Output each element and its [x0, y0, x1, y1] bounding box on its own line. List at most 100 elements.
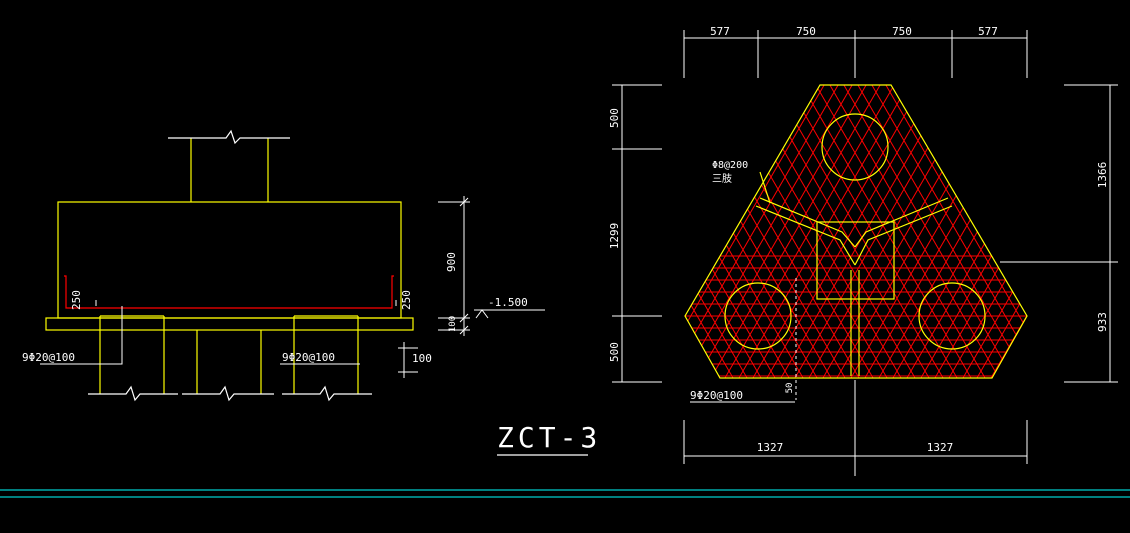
rebar-mesh-line: [262, 40, 458, 380]
rebar-mesh-line: [685, 85, 851, 378]
rebar-mesh-line: [877, 85, 1027, 378]
section-view: [45, 129, 414, 402]
rebar-mesh-line: [761, 85, 959, 378]
rebar-mesh-line: [901, 85, 1027, 378]
tie-beam-right-lower: [854, 197, 949, 248]
rebar-mesh-line: [685, 85, 711, 378]
dim-bottom-1: 1327: [757, 441, 784, 454]
rebar-mesh-line: [388, 40, 584, 380]
rebar-mesh-line: [685, 85, 837, 378]
rebar-mesh-line: [831, 85, 1027, 378]
dim-100-bottom-label: 100: [412, 352, 432, 365]
dim-tick: [459, 197, 469, 207]
rebar-mesh-line: [685, 85, 805, 378]
rebar-mesh-line: [1060, 40, 1130, 380]
rebar-mesh-line: [332, 40, 528, 380]
dim-top-4: 577: [978, 25, 998, 38]
rebar-mesh-line: [468, 40, 664, 380]
pile-1-break: [88, 385, 178, 402]
rebar-mesh-line: [472, 40, 668, 380]
rebar-mesh-line: [705, 85, 903, 378]
dim-left-1: 500: [608, 108, 621, 128]
plan-dimensions: [612, 30, 1118, 476]
rebar-mesh-line: [685, 85, 725, 378]
rebar-mesh-line: [1042, 40, 1130, 380]
rebar-mesh-line: [789, 85, 987, 378]
column-break-line: [168, 129, 290, 145]
section-dimensions: [40, 196, 545, 378]
dim-bottom-2: 1327: [927, 441, 954, 454]
rebar-mesh-line: [685, 85, 809, 378]
dim-tick: [459, 325, 469, 335]
rebar-mesh-line: [440, 40, 636, 380]
pile-circle-top: [821, 113, 889, 181]
rebar-mesh-line: [685, 85, 739, 378]
dim-small-50: 50: [785, 383, 795, 394]
rebar-mesh-line: [276, 40, 472, 380]
dim-tick: [459, 313, 469, 323]
rebar-mesh-line: [835, 85, 1027, 378]
rebar-mesh-line: [685, 85, 777, 378]
rebar-mesh-line: [454, 40, 650, 380]
rebar-mesh-line: [863, 85, 1027, 378]
plan-view: [684, 84, 1028, 379]
rebar-mesh-line: [1032, 40, 1130, 380]
rebar-mesh-line: [685, 85, 861, 378]
rebar-mesh-line: [1017, 85, 1027, 378]
bottom-rebar-label: 9Φ20@100: [690, 389, 743, 402]
rebar-mesh-line: [458, 40, 654, 380]
cover-right-label: 250: [400, 290, 413, 310]
rebar-mesh-line: [919, 85, 1027, 378]
pile-circle-right: [918, 282, 986, 350]
rebar-mesh-line: [933, 85, 1027, 378]
rebar-mesh-line: [685, 85, 753, 378]
tie-beam-left-upper: [755, 205, 856, 266]
rebar-mesh-line: [723, 85, 921, 378]
rebar-mesh-line: [849, 85, 1027, 378]
rebar-mesh-line: [685, 85, 763, 378]
rebar-mesh-line: [482, 40, 678, 380]
rebar-mesh-line: [915, 85, 1027, 378]
pile-cap-outline: [57, 201, 402, 319]
rebar-mesh-line: [845, 85, 1027, 378]
plan-rebar-mesh: [262, 40, 1130, 380]
dim-top-2: 750: [796, 25, 816, 38]
rebar-mesh-line: [719, 85, 917, 378]
dim-top-3: 750: [892, 25, 912, 38]
rebar-mesh-line: [695, 85, 893, 378]
stirrup-label: Φ8@200: [712, 160, 748, 171]
cushion-layer: [45, 317, 414, 331]
rebar-mesh-line: [318, 40, 514, 380]
rebar-mesh-line: [685, 85, 735, 378]
cover-left-label: 250: [70, 290, 83, 310]
rebar-mesh-line: [685, 85, 833, 378]
pile-2-break: [182, 385, 274, 402]
rebar-mesh-line: [975, 85, 1027, 378]
tie-beam-right-upper: [854, 205, 953, 266]
dim-100-label: 100: [448, 316, 458, 332]
rebar-mesh-line: [685, 85, 781, 378]
rebar-mesh-line: [1013, 85, 1027, 378]
pile-3-break: [282, 385, 372, 402]
rebar-mesh-line: [709, 85, 907, 378]
dim-left-2: 1299: [608, 223, 621, 250]
dim-left-3: 500: [608, 342, 621, 362]
rebar-mesh-line: [733, 85, 931, 378]
rebar-mesh-line: [685, 85, 767, 378]
rebar-mesh-line: [486, 40, 682, 380]
rebar-mesh-line: [1046, 40, 1130, 380]
rebar-right-label: 9Φ20@100: [282, 351, 335, 364]
column-plan: [816, 221, 895, 300]
rebar-mesh-line: [1112, 40, 1130, 380]
stirrup-leader: [759, 171, 771, 204]
plan-labels: 577 750 750 577 500 1299 500 1366 933 13…: [608, 25, 1109, 454]
elevation-label: -1.500: [488, 296, 528, 309]
elevation-triangle: [475, 309, 489, 319]
rebar-mesh-line: [747, 85, 945, 378]
rebar-mesh-line: [685, 85, 749, 378]
rebar-mesh-line: [859, 85, 1027, 378]
rebar-mesh-line: [685, 85, 823, 378]
rebar-mesh-line: [374, 40, 570, 380]
rebar-mesh-line: [779, 85, 977, 378]
